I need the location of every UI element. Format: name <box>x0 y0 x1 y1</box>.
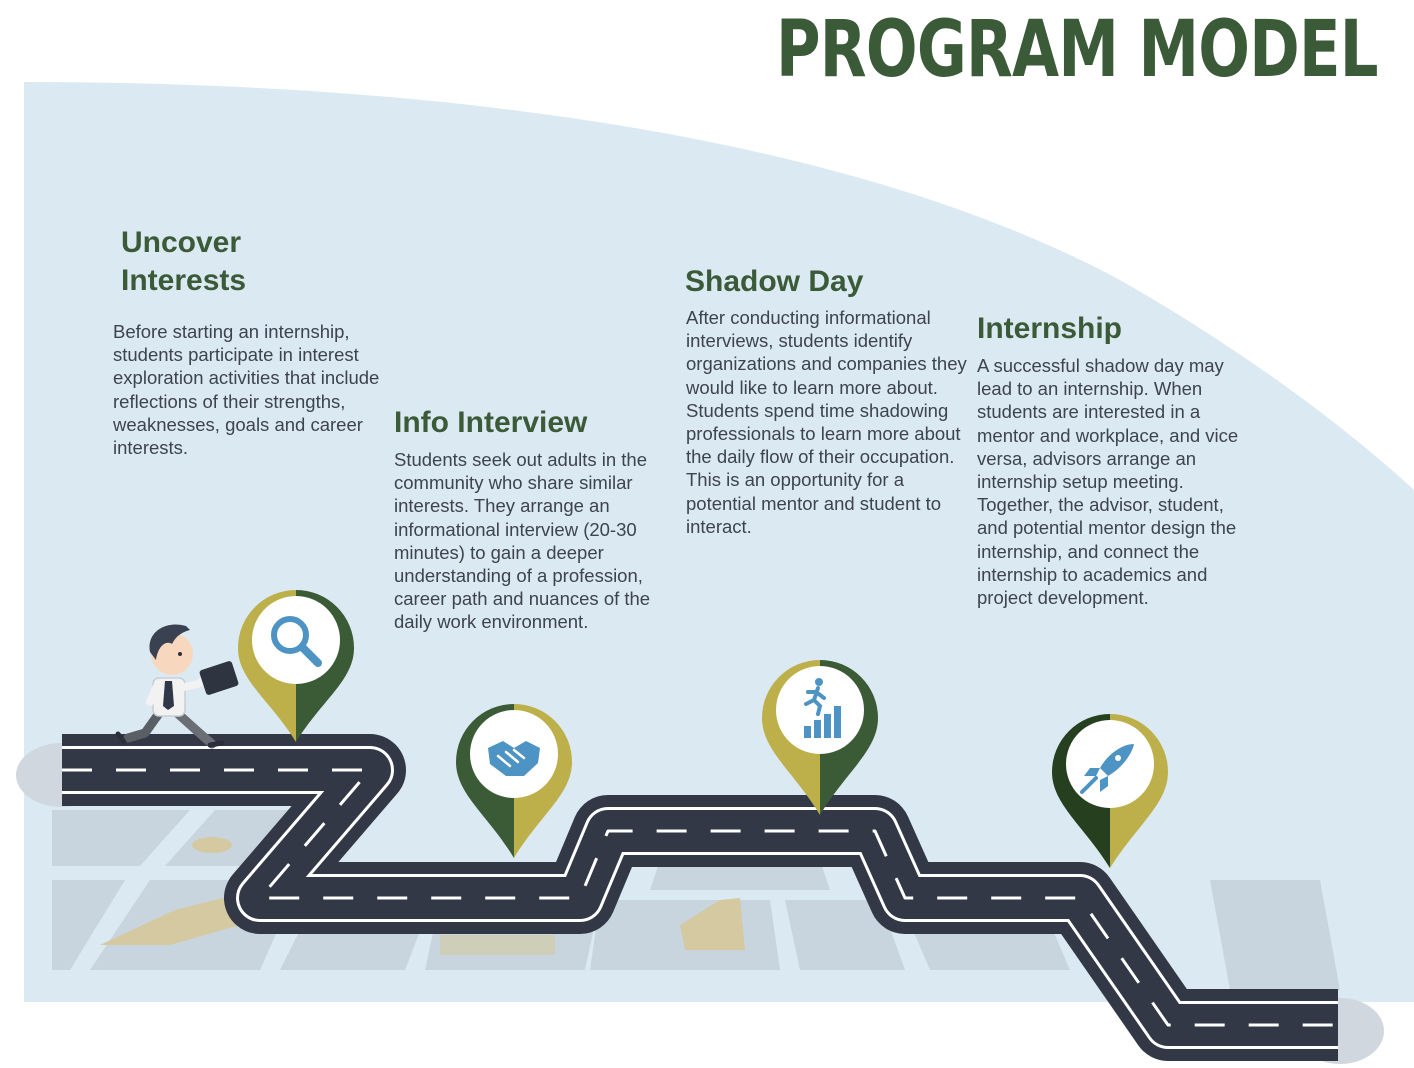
road <box>62 734 1338 1061</box>
rocket-icon <box>1080 744 1134 794</box>
step-title-shadow-day: Shadow Day <box>685 265 864 298</box>
step-body-internship: A successful shadow day may lead to an i… <box>977 355 1239 609</box>
step-title-uncover-interests: Uncover Interests <box>121 226 247 297</box>
step-title-internship: Internship <box>977 312 1123 345</box>
pin-shadow-day <box>762 660 878 815</box>
businessman-illustration <box>115 624 239 749</box>
step-body-uncover-interests: Before starting an internship, students … <box>113 321 380 459</box>
step-body-shadow-day: After conducting informational interview… <box>686 307 967 537</box>
step-title-info-interview: Info Interview <box>394 406 588 439</box>
page-title: PROGRAM MODEL <box>776 5 1378 95</box>
handshake-icon <box>488 741 540 776</box>
magnifying-glass-icon <box>271 616 322 667</box>
pin-info-interview <box>456 704 572 858</box>
running-growth-chart-icon <box>804 678 841 738</box>
pin-uncover-interests <box>238 590 354 742</box>
pin-internship <box>1052 714 1168 868</box>
step-body-info-interview: Students seek out adults in the communit… <box>394 449 651 633</box>
